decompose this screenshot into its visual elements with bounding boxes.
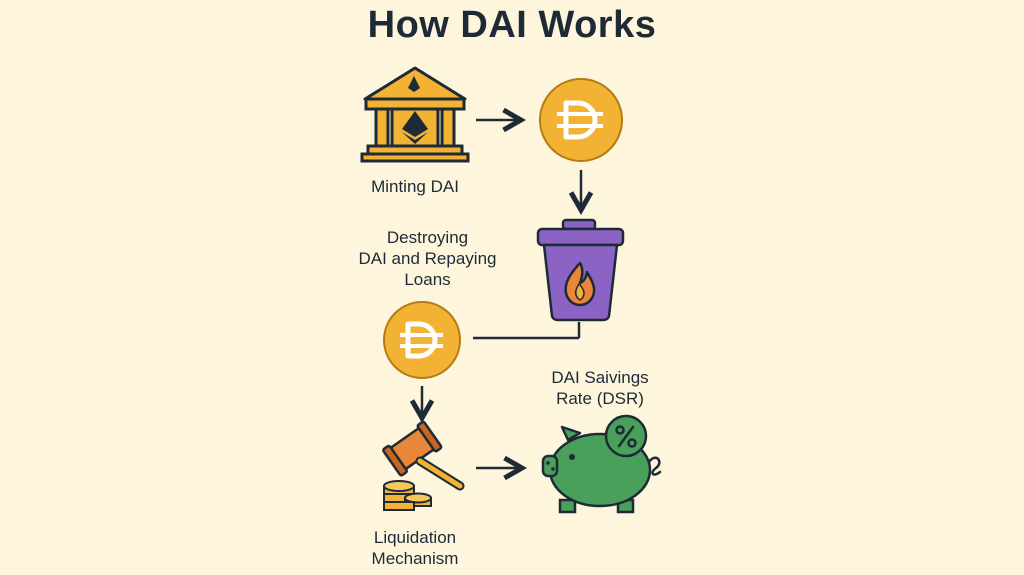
auction-gavel-coins-icon xyxy=(382,420,465,511)
dsr-label-line2: Rate (DSR) xyxy=(556,389,644,408)
liquidation-label: Liquidation Mechanism xyxy=(350,527,480,569)
bank-ethereum-icon xyxy=(360,66,470,163)
dai-coin-icon xyxy=(539,78,623,162)
destroying-dai-label-line1: Destroying xyxy=(386,228,469,247)
destroying-dai-label-line2: DAI and Repaying xyxy=(358,249,497,268)
piggy-bank-percent-icon xyxy=(541,414,662,514)
minting-dai-label: Minting DAI xyxy=(371,177,459,196)
liquidation-label-line2: Mechanism xyxy=(371,549,459,568)
destroying-dai-label: Destroying DAI and Repaying Loans xyxy=(345,227,510,290)
dai-coin-icon xyxy=(383,301,461,379)
dsr-label: DAI Saivings Rate (DSR) xyxy=(538,367,662,409)
page-title: How DAI Works xyxy=(367,4,657,46)
dsr-label-line1: DAI Saivings xyxy=(551,368,649,387)
burning-trash-can-icon xyxy=(536,218,625,322)
liquidation-label-line1: Liquidation xyxy=(373,528,457,547)
destroying-dai-label-line3: Loans xyxy=(404,270,451,289)
